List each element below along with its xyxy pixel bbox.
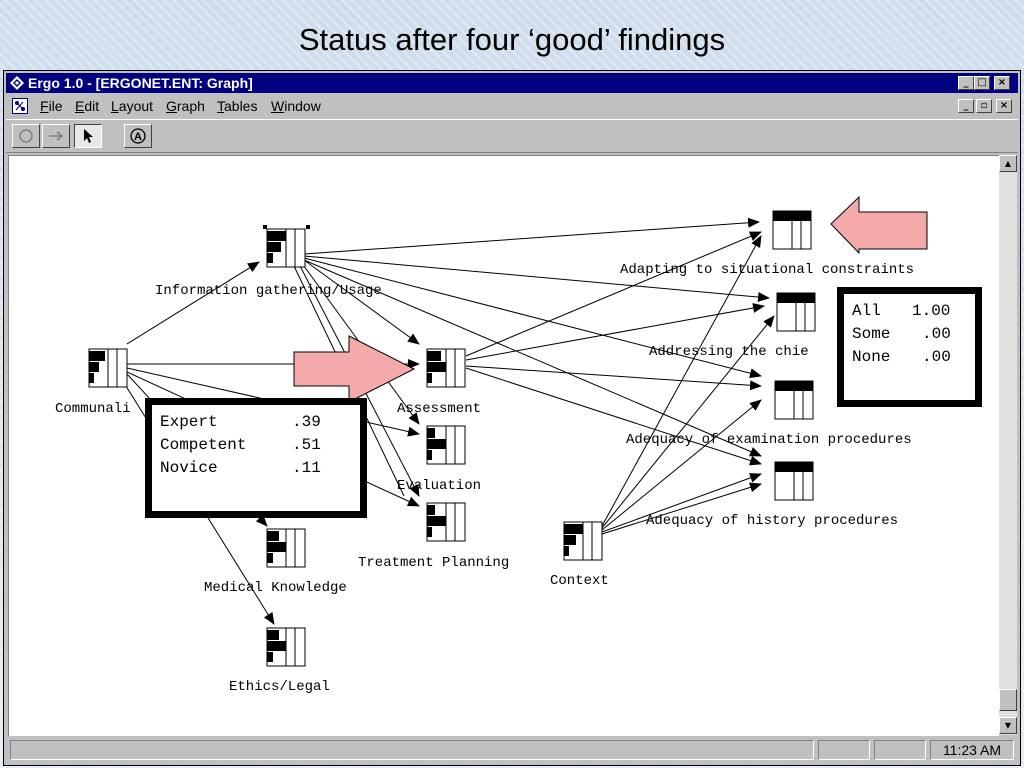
menu-file[interactable]: File: [40, 98, 63, 114]
node-addressing-chief[interactable]: [776, 292, 816, 332]
select-tool-button[interactable]: [74, 124, 102, 148]
svg-text:A: A: [134, 131, 142, 143]
menu-layout[interactable]: Layout: [111, 98, 154, 114]
node-evaluation[interactable]: [426, 425, 466, 465]
node-assessment[interactable]: [426, 348, 466, 388]
window-title: Ergo 1.0 - [ERGONET.ENT: Graph]: [28, 75, 253, 91]
scroll-up-button[interactable]: ▲: [999, 155, 1017, 172]
scroll-down-button[interactable]: ▼: [999, 717, 1017, 734]
ergo-window: Ergo 1.0 - [ERGONET.ENT: Graph] _ □ × Fi…: [3, 70, 1021, 766]
vertical-scrollbar[interactable]: ▲ ▼: [999, 155, 1017, 735]
popup-row: Novice.11: [160, 459, 321, 477]
node-examination[interactable]: [774, 380, 814, 420]
maximize-button[interactable]: □: [974, 76, 990, 90]
label-addressing-chief: Addressing the chie: [649, 344, 809, 360]
highlight-arrow-left: [830, 195, 928, 255]
arrow-tool-icon: [49, 131, 64, 141]
status-panel: [874, 740, 926, 760]
label-information-gathering: Information gathering/Usage: [155, 283, 382, 299]
label-history: Adequacy of history procedures: [646, 513, 899, 529]
scroll-thumb[interactable]: [999, 689, 1017, 711]
auto-layout-icon: A: [130, 128, 146, 144]
node-communalization[interactable]: [88, 348, 128, 388]
label-assessment: Assessment: [397, 401, 482, 417]
label-adapting: Adapting to situational constraints: [620, 262, 915, 278]
status-clock: 11:23 AM: [930, 740, 1014, 760]
close-icon: ×: [999, 100, 1009, 111]
close-icon: ×: [997, 77, 1007, 88]
network-graph: [88, 195, 928, 667]
status-message: [10, 740, 814, 760]
pointer-tool-icon: [84, 129, 93, 143]
label-communalization: Communali: [55, 401, 131, 417]
graph-canvas[interactable]: Information gathering/Usage Communali As…: [8, 155, 999, 736]
arc-tool-button[interactable]: [42, 124, 70, 148]
slide-title: Status after four ‘good’ findings: [298, 22, 726, 57]
node-tool-button[interactable]: [12, 124, 40, 148]
doc-close-button[interactable]: ×: [996, 99, 1012, 113]
auto-button[interactable]: A: [124, 124, 152, 148]
popup-row: Expert.39: [160, 413, 321, 431]
doc-restore-button[interactable]: ▫: [976, 99, 992, 113]
node-history[interactable]: [774, 461, 814, 501]
node-context[interactable]: [563, 521, 603, 561]
status-panel: [818, 740, 870, 760]
menu-window[interactable]: Window: [271, 98, 321, 114]
circle-tool-icon: [19, 129, 33, 143]
node-information-gathering[interactable]: [263, 225, 310, 268]
status-bar: 11:23 AM: [6, 737, 1018, 763]
menu-edit[interactable]: Edit: [75, 98, 100, 114]
maximize-icon: □: [977, 77, 987, 88]
menu-graph[interactable]: Graph: [166, 98, 205, 114]
arrow-up-icon: ▲: [1004, 159, 1012, 168]
popup-row: Some.00: [852, 325, 951, 343]
node-ethics-legal[interactable]: [266, 627, 306, 667]
ergo-app-icon: [10, 76, 24, 90]
minimize-button[interactable]: _: [958, 76, 974, 90]
document-icon[interactable]: [12, 98, 28, 114]
close-button[interactable]: ×: [994, 76, 1010, 90]
label-treatment-planning: Treatment Planning: [358, 555, 510, 571]
arrow-down-icon: ▼: [1004, 721, 1012, 730]
popup-row: None.00: [852, 348, 951, 366]
label-medical-knowledge: Medical Knowledge: [204, 580, 347, 596]
doc-minimize-button[interactable]: _: [958, 99, 974, 113]
toolbar: A: [6, 119, 1018, 153]
label-context: Context: [550, 573, 609, 589]
highlight-arrow-right: [293, 335, 416, 403]
label-examination: Adequacy of examination procedures: [626, 432, 912, 448]
popup-row: Competent.51: [160, 436, 321, 454]
proficiency-popup: Expert.39 Competent.51 Novice.11: [145, 398, 367, 518]
title-bar[interactable]: Ergo 1.0 - [ERGONET.ENT: Graph] _ □ ×: [6, 73, 1018, 93]
minimize-icon: _: [963, 77, 969, 88]
label-ethics-legal: Ethics/Legal: [229, 679, 330, 695]
menu-tables[interactable]: Tables: [217, 98, 258, 114]
restore-icon: ▫: [980, 100, 988, 111]
node-adapting[interactable]: [772, 210, 812, 250]
menu-bar: File Edit Layout Graph Tables Window _ ▫…: [6, 95, 1018, 117]
node-treatment-planning[interactable]: [426, 502, 466, 542]
label-evaluation: Evaluation: [397, 478, 482, 494]
node-medical-knowledge[interactable]: [266, 528, 306, 568]
minimize-icon: _: [963, 100, 969, 111]
